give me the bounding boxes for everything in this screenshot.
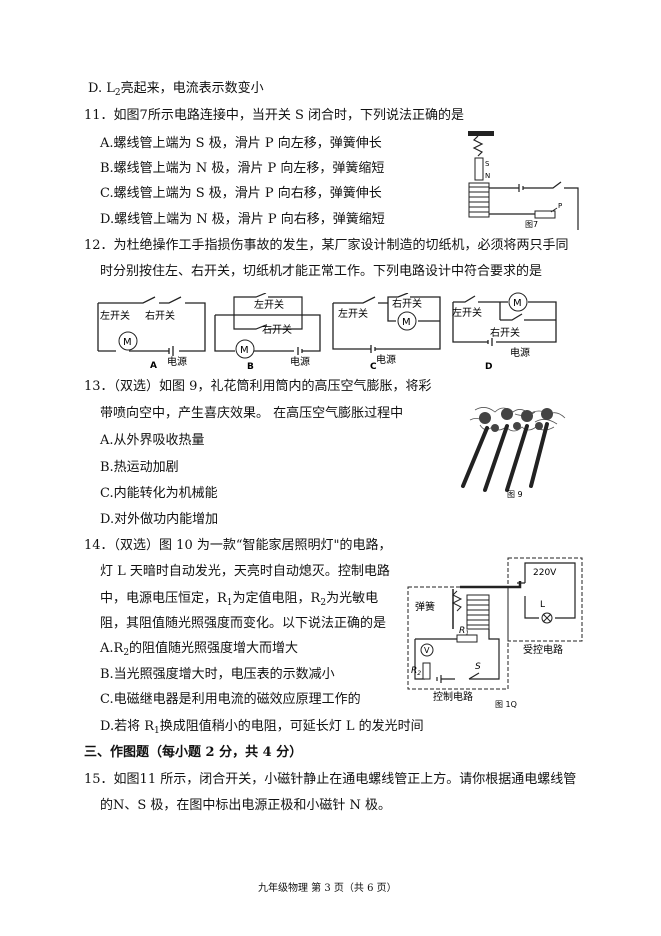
- fig10-voltmeter-label: V: [424, 646, 430, 655]
- circuit-a: 左开关 右开关 M 电源 A: [97, 296, 206, 370]
- circuit-d: 左开关 右开关 M 电源 D: [452, 292, 557, 370]
- circuit-a-motor: M: [123, 337, 132, 348]
- q13-option-b: B.热运动加剧: [100, 460, 179, 475]
- circuit-c: 左开关 右开关 M 电源 C: [332, 293, 441, 370]
- q13-option-d: D.对外做功内能增加: [100, 512, 219, 527]
- circuit-b-letter: B: [247, 362, 254, 370]
- circuit-c-left-switch: 左开关: [338, 307, 368, 320]
- fig10-r1-label: R1: [459, 626, 469, 637]
- circuit-d-left-switch: 左开关: [452, 306, 482, 319]
- figure-10: 220V L 受控电路 弹簧 R1 V R2 S 控制电路 图 1Q: [407, 557, 583, 709]
- q14-option-d: D.若将 R1换成阻值稍小的电阻，可延长灯 L 的发光时间: [100, 719, 424, 736]
- fig7-n-label: N: [485, 172, 490, 180]
- q11-option-d: D.螺线管上端为 N 极，滑片 P 向右移，弹簧缩短: [100, 212, 385, 227]
- q11-stem: 11．如图7所示电路连接中，当开关 S 闭合时，下列说法正确的是: [84, 108, 464, 123]
- q14-stem-line3: 中，电源电压恒定，R1为定值电阻，R2为光敏电: [100, 591, 379, 608]
- q14-stem-line4: 阻，其阻值随光照强度而变化。以下说法正确的是: [100, 616, 387, 631]
- q15-line2: 的N、S 极，在图中标出电源正极和小磁针 N 极。: [100, 798, 392, 813]
- circuit-b-motor: M: [240, 345, 249, 356]
- q15-line1: 15．如图11 所示，闭合开关，小磁针静止在通电螺线管正上方。请你根据通电螺线管: [84, 772, 577, 787]
- figure-9-caption: 图 9: [507, 490, 523, 499]
- fig7-p-label: P: [558, 202, 562, 210]
- circuit-b-left-switch: 左开关: [254, 298, 284, 311]
- fig10-220v: 220V: [533, 568, 557, 578]
- circuit-d-right-switch: 右开关: [490, 326, 520, 339]
- fig10-lamp-label: L: [540, 600, 545, 610]
- q14-option-c: C.电磁继电器是利用电流的磁效应原理工作的: [100, 692, 361, 707]
- fig7-s-label: S: [485, 160, 490, 168]
- circuit-d-letter: D: [485, 362, 492, 370]
- q11-option-b: B.螺线管上端为 N 极，滑片 P 向左移，弹簧缩短: [100, 161, 385, 176]
- q14-stem-line1: 14．（双选）图 10 为一款“智能家居照明灯"的电路，: [84, 538, 392, 553]
- circuit-a-letter: A: [150, 361, 157, 370]
- q11-option-c: C.螺线管上端为 S 极，滑片 P 向右移，弹簧伸长: [100, 186, 382, 201]
- fig10-control-label: 控制电路: [433, 690, 473, 703]
- circuit-d-power: 电源: [510, 346, 530, 359]
- figure-9: 图 9: [461, 407, 566, 499]
- page-footer: 九年级物理 第 3 页（共 6 页）: [258, 883, 397, 894]
- circuit-c-power: 电源: [376, 353, 396, 366]
- figure-10-caption: 图 1Q: [495, 700, 517, 709]
- fig10-spring-label: 弹簧: [415, 600, 435, 613]
- figure-7: S N P 图7: [468, 131, 579, 230]
- fig10-switch-label: S: [475, 662, 481, 672]
- q13-option-a: A.从外界吸收热量: [100, 433, 205, 448]
- circuit-a-left-switch: 左开关: [100, 309, 130, 322]
- q12-stem-line1: 12．为杜绝操作工手指损伤事故的发生，某厂家设计制造的切纸机，必须将两只手同: [84, 238, 569, 253]
- circuit-c-right-switch: 右开关: [392, 297, 422, 310]
- circuit-d-motor: M: [513, 298, 522, 309]
- q12-stem-line2: 时分别按住左、右开关，切纸机才能正常工作。下列电路设计中符合要求的是: [100, 264, 543, 279]
- circuit-b-right-switch: 右开关: [262, 323, 292, 336]
- circuit-b: 左开关 右开关 M 电源 B: [214, 293, 321, 370]
- q14-option-b: B.当光照强度增大时，电压表的示数减小: [100, 667, 335, 682]
- circuit-a-power: 电源: [167, 355, 187, 368]
- q10-option-d: D. L2亮起来，电流表示数变小: [88, 81, 264, 98]
- circuit-a-right-switch: 右开关: [145, 309, 175, 322]
- circuit-c-letter: C: [370, 362, 377, 370]
- q13-stem-line1: 13．（双选）如图 9，礼花筒利用筒内的高压空气膨胀，将彩: [84, 379, 432, 394]
- fig7-caption: 图7: [525, 220, 538, 229]
- q14-stem-line2: 灯 L 天暗时自动发光，天亮时自动熄灭。控制电路: [100, 564, 390, 579]
- fig10-controlled-label: 受控电路: [523, 643, 563, 656]
- circuit-c-motor: M: [402, 317, 411, 328]
- circuit-b-power: 电源: [290, 355, 310, 368]
- q13-stem-line2: 带喷向空中，产生喜庆效果。 在高压空气膨胀过程中: [100, 406, 404, 421]
- section-3-heading: 三、作图题（每小题 2 分，共 4 分）: [84, 745, 303, 760]
- q14-option-a: A.R2的阻值随光照强度增大而增大: [100, 641, 299, 658]
- q13-option-c: C.内能转化为机械能: [100, 486, 218, 501]
- q11-option-a: A.螺线管上端为 S 极，滑片 P 向左移，弹簧伸长: [100, 136, 382, 151]
- fig10-r2-label: R2: [411, 666, 421, 677]
